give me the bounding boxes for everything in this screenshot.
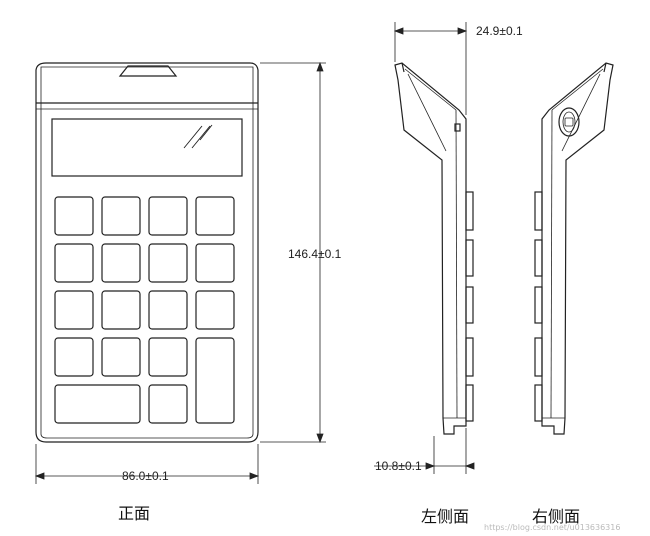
key (195, 290, 235, 330)
right-bevel-line (551, 68, 604, 111)
left-bevel-line (407, 73, 447, 152)
left-view-label: 左侧面 (421, 507, 469, 526)
left-key-profile (465, 384, 474, 422)
key (195, 196, 235, 236)
key (54, 290, 94, 330)
key (54, 243, 94, 283)
left-top-edge (401, 62, 405, 73)
depth-bottom-label: 10.8±0.1 (375, 459, 422, 473)
left-bevel-line (404, 68, 457, 111)
left-back-line (455, 109, 458, 419)
keypad (54, 196, 235, 424)
depth-top-label: 24.9±0.1 (476, 24, 523, 38)
front-inner-outline (40, 66, 254, 439)
front-view-label: 正面 (118, 504, 150, 523)
display-glare-line (199, 124, 213, 141)
key (101, 196, 141, 236)
width-dimension (34, 444, 260, 484)
left-side-outline (394, 62, 467, 435)
key (148, 337, 188, 377)
right-key-profile (534, 191, 543, 231)
key-wide (54, 384, 141, 424)
front-body-outline (35, 62, 259, 443)
key-tall (195, 337, 235, 424)
key (101, 337, 141, 377)
right-key-profile (534, 337, 543, 377)
right-key-profile (534, 239, 543, 277)
width-label: 86.0±0.1 (122, 469, 169, 483)
display-glare-line (183, 125, 203, 149)
right-bevel-line (561, 73, 601, 152)
right-key-profile (534, 286, 543, 324)
height-dimension (260, 61, 326, 444)
right-top-edge (603, 62, 607, 73)
right-view-label: 右侧面 (532, 507, 580, 526)
power-switch-icon (558, 107, 580, 137)
display-glare-line (191, 125, 211, 149)
key (101, 290, 141, 330)
key (148, 384, 188, 424)
key (148, 243, 188, 283)
right-back-line (550, 109, 553, 419)
depth-top-dimension (393, 22, 468, 115)
right-side-outline (541, 62, 614, 435)
key (54, 196, 94, 236)
left-key-profile (465, 239, 474, 277)
left-key-profile (465, 337, 474, 377)
key (195, 243, 235, 283)
depth-bottom-dimension (374, 428, 475, 474)
left-key-profile (465, 286, 474, 324)
watermark-text: https://blog.csdn.net/u013636316 (484, 523, 620, 532)
front-top-clip (118, 65, 178, 77)
right-side-view (534, 62, 614, 435)
left-key-profile (465, 191, 474, 231)
display-window (51, 118, 243, 177)
key (148, 196, 188, 236)
left-side-view (374, 22, 475, 474)
right-key-profile (534, 384, 543, 422)
front-view (34, 61, 326, 484)
key (148, 290, 188, 330)
key (54, 337, 94, 377)
left-small-notch (454, 123, 461, 132)
height-label: 146.4±0.1 (288, 247, 342, 261)
key (101, 243, 141, 283)
